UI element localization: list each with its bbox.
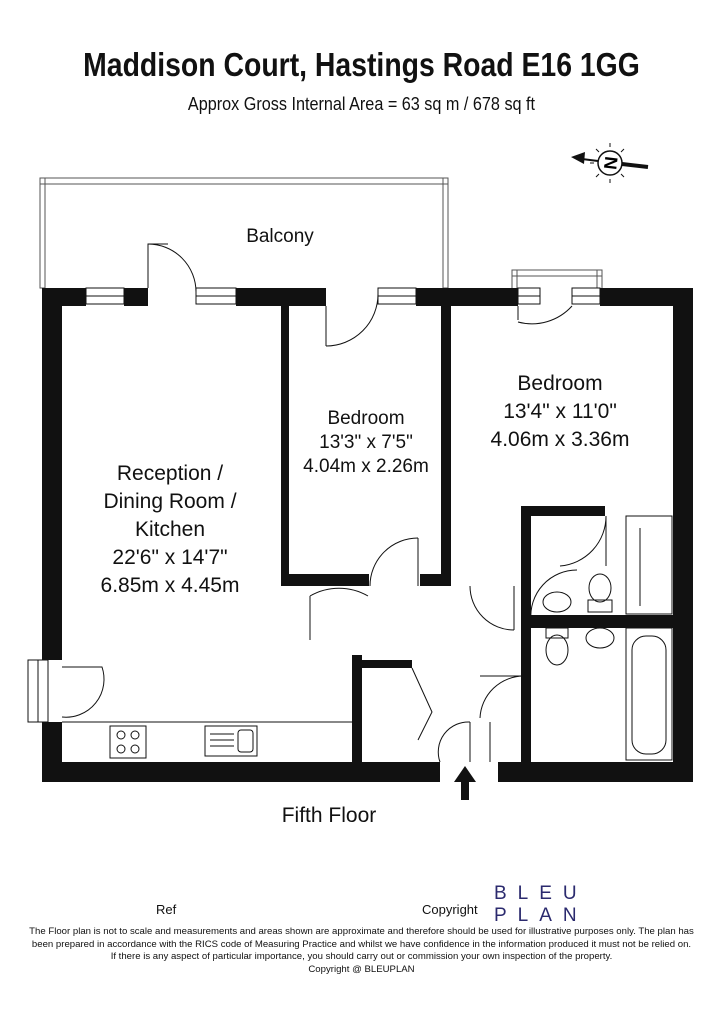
disclaimer: The Floor plan is not to scale and measu… — [20, 926, 703, 976]
door-swings — [61, 243, 607, 763]
disclaimer-line4: Copyright @ BLEUPLAN — [308, 963, 415, 975]
logo-line1: BLEU — [494, 883, 588, 904]
small-bedroom-label: Bedroom 13'3" x 7'5" 4.04m x 2.26m — [303, 408, 429, 477]
disclaimer-line1: The Floor plan is not to scale and measu… — [29, 926, 694, 937]
compass-icon: N — [571, 143, 649, 183]
large-bedroom-name: Bedroom — [517, 372, 602, 395]
large-bedroom-label: Bedroom 13'4" x 11'0" 4.06m x 3.36m — [491, 372, 630, 451]
ref-label: Ref — [156, 902, 177, 917]
entrance-arrow-icon — [454, 766, 476, 800]
windows — [27, 287, 601, 723]
small-bedroom-imperial: 13'3" x 7'5" — [319, 432, 413, 453]
small-bedroom-name: Bedroom — [327, 408, 404, 429]
reception-label: Reception / Dining Room / Kitchen 22'6" … — [101, 462, 240, 597]
kitchen-counter — [62, 721, 352, 759]
balcony-outline — [39, 177, 603, 291]
bathroom-fixtures — [542, 515, 673, 761]
compass-letter: N — [600, 155, 621, 170]
disclaimer-line3: If there is any aspect of particular imp… — [110, 951, 613, 962]
area-subtitle: Approx Gross Internal Area = 63 sq m / 6… — [187, 94, 536, 114]
reception-imperial: 22'6" x 14'7" — [112, 546, 227, 569]
plan-title: Maddison Court, Hastings Road E16 1GG — [83, 46, 640, 83]
large-bedroom-imperial: 13'4" x 11'0" — [503, 400, 617, 423]
small-bedroom-metric: 4.04m x 2.26m — [303, 456, 429, 477]
floor-label: Fifth Floor — [282, 804, 377, 827]
reception-line1: Reception / — [117, 462, 223, 485]
balcony-label: Balcony — [246, 226, 314, 247]
reception-line2: Dining Room / — [103, 490, 236, 513]
walls — [42, 288, 693, 782]
logo-line2: PLAN — [494, 905, 588, 926]
reception-metric: 6.85m x 4.45m — [101, 574, 240, 597]
copyright-label: Copyright — [422, 902, 478, 917]
bleuplan-logo: BLEU PLAN — [494, 883, 588, 927]
large-bedroom-metric: 4.06m x 3.36m — [491, 428, 630, 451]
disclaimer-line2: been prepared in accordance with the RIC… — [31, 938, 692, 950]
reception-line3: Kitchen — [135, 518, 205, 541]
